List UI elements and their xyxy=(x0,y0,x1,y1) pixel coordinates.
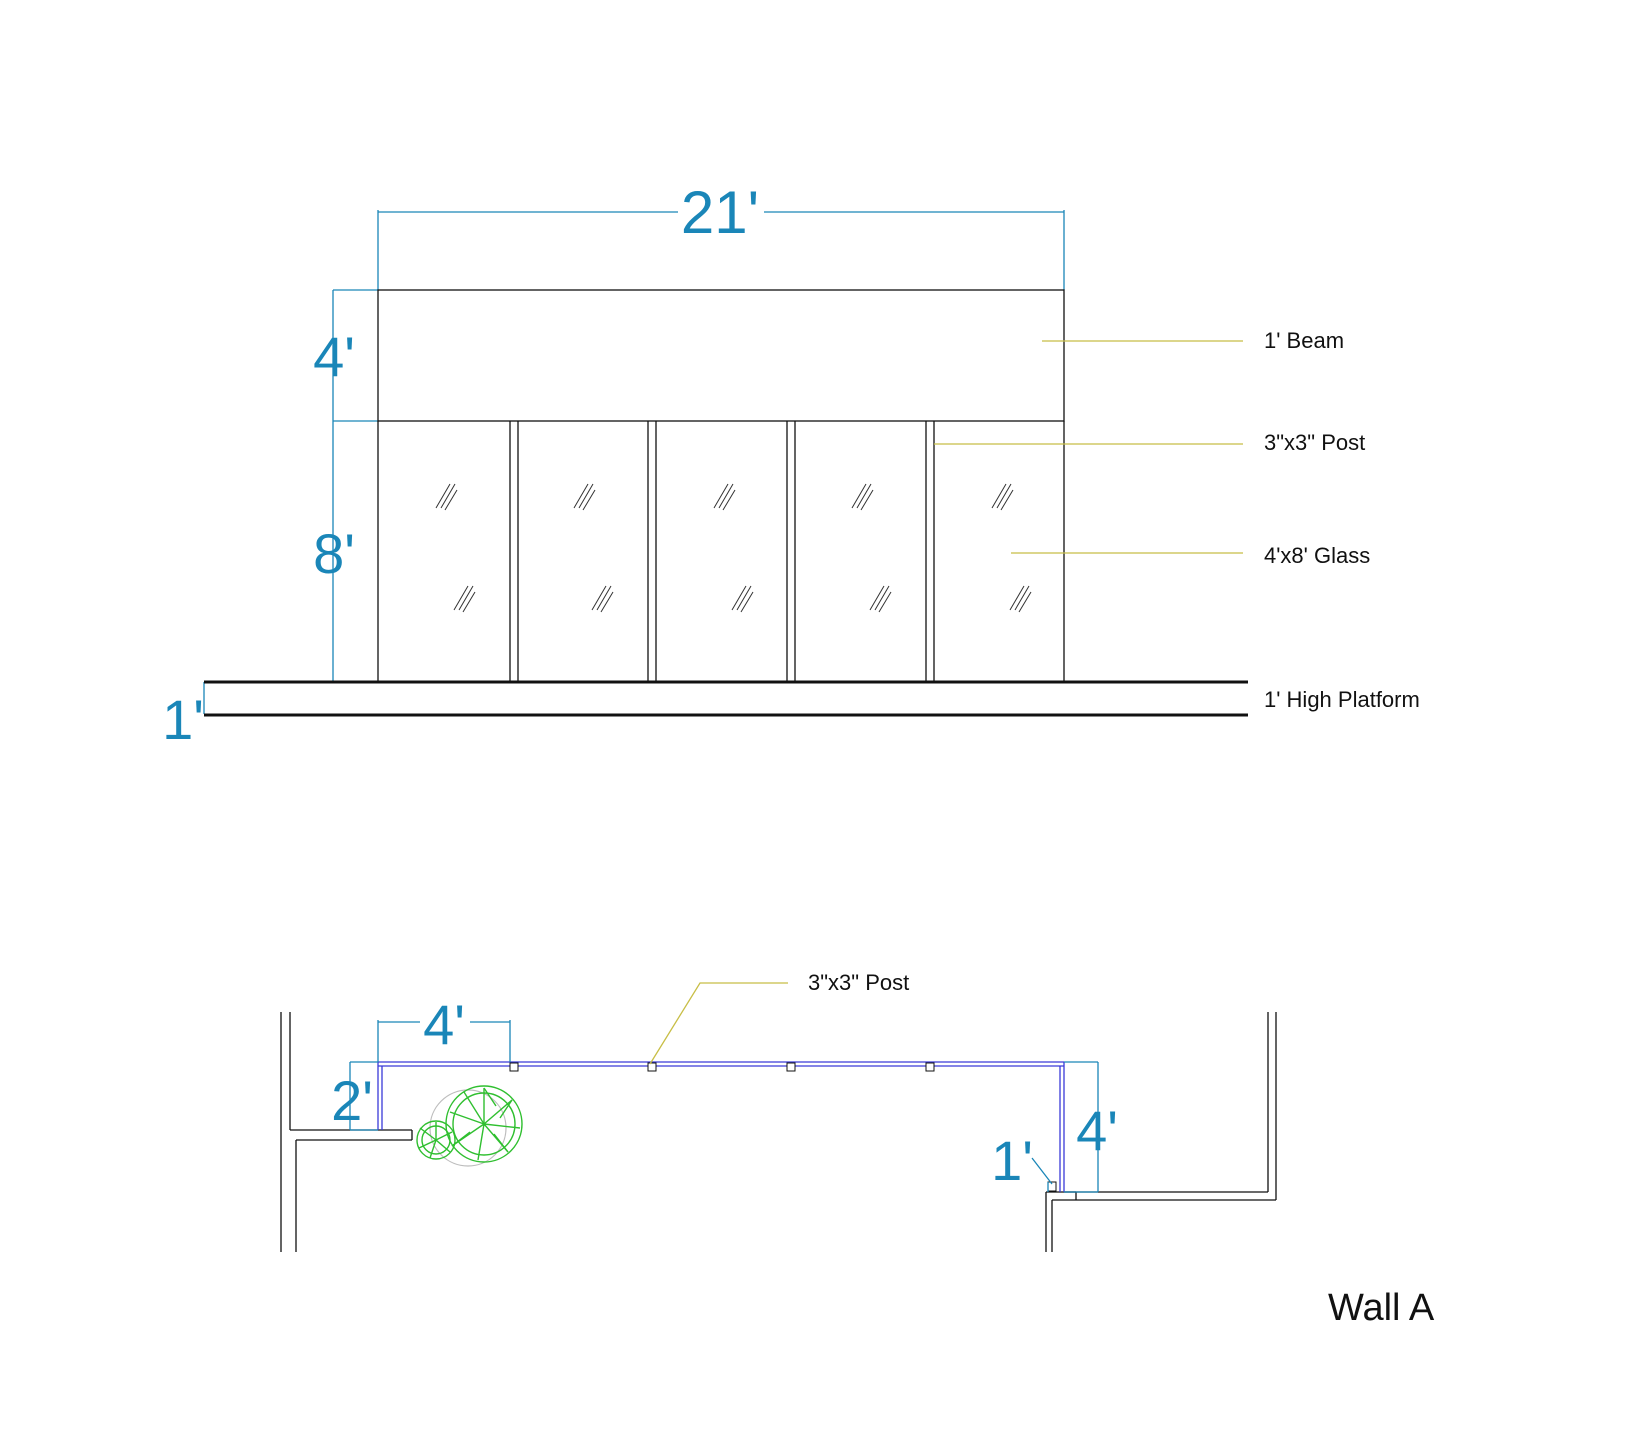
glass-reflection-marks xyxy=(435,483,1032,613)
dimension-label-module-width: 4' xyxy=(423,993,465,1056)
dimension-module-width xyxy=(377,1020,511,1062)
glass-panels xyxy=(377,421,1065,682)
shrub-icon xyxy=(416,1085,523,1167)
dimension-right-return xyxy=(1064,1061,1099,1193)
plan-view: 4' 2' 4' 1' 3"x3" Post xyxy=(280,970,1277,1252)
plan-posts xyxy=(509,1062,1057,1192)
callout-plan-post: 3"x3" Post xyxy=(808,970,909,995)
elevation-view: 21' 4' 8' 1' xyxy=(162,179,1420,751)
dimension-label-platform-height: 1' xyxy=(162,688,204,751)
dimension-label-right-return: 4' xyxy=(1076,1099,1118,1162)
callout-post: 3"x3" Post xyxy=(1264,430,1365,455)
dimension-overall-width xyxy=(377,210,1065,290)
beam xyxy=(377,289,1065,422)
callout-platform: 1' High Platform xyxy=(1264,687,1420,712)
existing-walls xyxy=(280,1012,1277,1252)
elevation-leaders xyxy=(934,340,1243,554)
dimension-left-return xyxy=(349,1061,378,1131)
callout-glass: 4'x8' Glass xyxy=(1264,543,1370,568)
plan-post-leader xyxy=(649,982,788,1065)
callout-beam: 1' Beam xyxy=(1264,328,1344,353)
drawing-title: Wall A xyxy=(1328,1287,1435,1329)
plan-glass-wall xyxy=(377,1061,1065,1192)
platform xyxy=(204,680,1248,717)
dimension-label-left-return: 2' xyxy=(331,1069,373,1132)
dimension-label-overall-width: 21' xyxy=(681,179,759,246)
dimension-label-right-post-offset: 1' xyxy=(991,1129,1033,1192)
dimension-label-beam-height: 4' xyxy=(313,325,355,388)
dimension-label-glass-height: 8' xyxy=(313,522,355,585)
dimension-right-post-offset xyxy=(1031,1157,1053,1192)
